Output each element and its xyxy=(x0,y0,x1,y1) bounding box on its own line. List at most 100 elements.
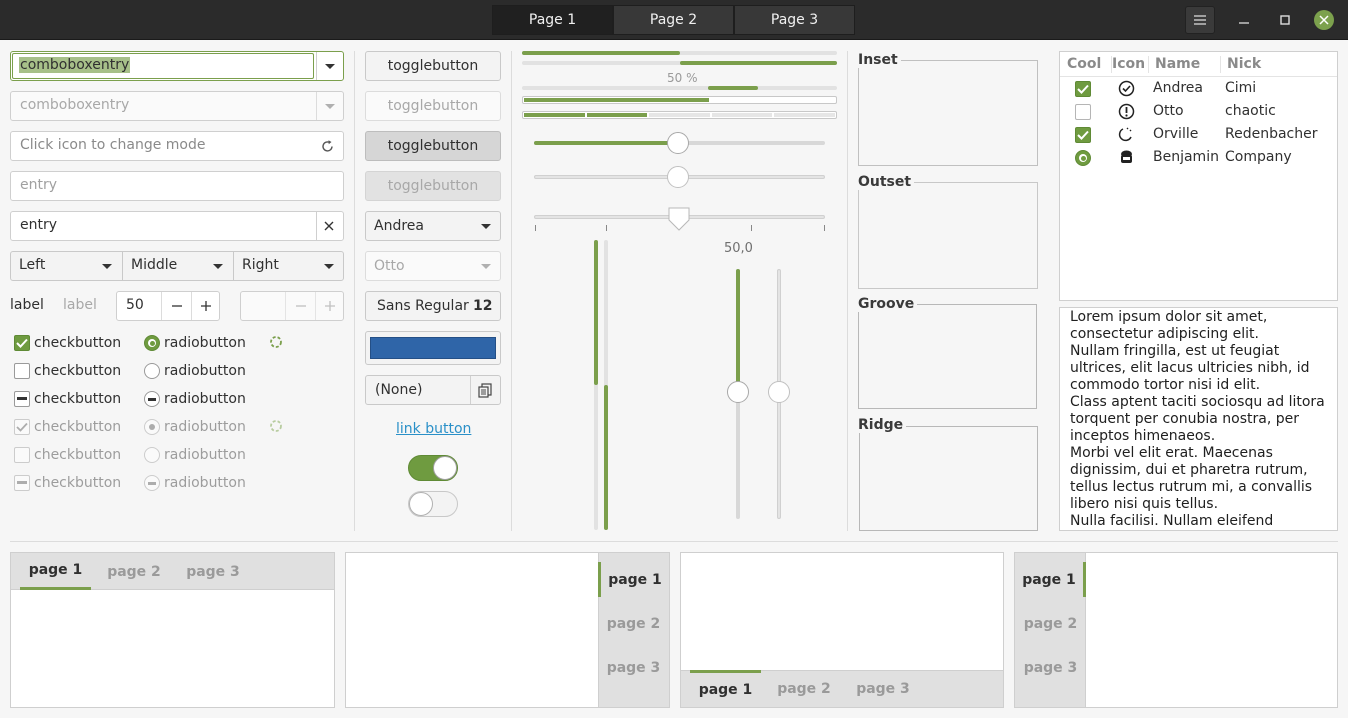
checkbutton-inconsistent[interactable]: checkbutton xyxy=(14,390,121,408)
notebook-tab-page-2[interactable]: page 2 xyxy=(777,680,831,697)
checkbutton-inconsistent-disabled: checkbutton xyxy=(14,474,121,492)
scale-slider-knob[interactable] xyxy=(727,381,749,403)
entry-with-clear[interactable]: entry xyxy=(10,211,344,241)
radiobutton-selected[interactable]: radiobutton xyxy=(144,334,246,352)
dropdown-right[interactable]: Right xyxy=(234,252,343,280)
radiobutton-unselected[interactable]: radiobutton xyxy=(144,362,246,380)
notebook-tab-page-2[interactable]: page 2 xyxy=(1023,615,1078,632)
checkbutton-unchecked[interactable]: checkbutton xyxy=(14,362,121,380)
chevron-down-icon xyxy=(481,224,491,229)
header-tab-page-3[interactable]: Page 3 xyxy=(734,5,855,35)
check-icon[interactable] xyxy=(1075,127,1091,143)
check-icon[interactable] xyxy=(1075,81,1091,97)
notebook-tab-page-3[interactable]: page 3 xyxy=(606,659,661,676)
switch-on[interactable] xyxy=(408,455,458,481)
font-button[interactable]: Sans Regular 12 xyxy=(365,291,501,321)
notebook-tab-page-2[interactable]: page 2 xyxy=(606,615,661,632)
radio-on-icon[interactable] xyxy=(1075,150,1091,166)
notebook-tab-page-1[interactable]: page 1 xyxy=(598,562,669,597)
notebook-tabs-left: page 1 page 2 page 3 xyxy=(1014,552,1338,708)
table-row[interactable]: Benjamin Company xyxy=(1060,146,1338,169)
notebook-tab-page-3[interactable]: page 3 xyxy=(186,563,240,580)
plus-icon xyxy=(325,301,335,311)
table-row[interactable]: Orville Redenbacher xyxy=(1060,123,1338,146)
maximize-button[interactable] xyxy=(1274,10,1296,30)
scale-slider-knob[interactable] xyxy=(667,132,689,154)
togglebutton-active[interactable]: togglebutton xyxy=(365,131,501,161)
spinbutton[interactable]: 50 xyxy=(116,291,220,321)
notebook-tab-page-3[interactable]: page 3 xyxy=(1023,659,1078,676)
table-row[interactable]: Andrea Cimi xyxy=(1060,77,1338,100)
label: label xyxy=(10,297,44,313)
chevron-down-icon xyxy=(481,264,491,269)
document-icon xyxy=(478,383,492,398)
togglebutton-disabled: togglebutton xyxy=(365,91,501,121)
tree-header-name[interactable]: Name xyxy=(1155,56,1201,72)
progress-bar-1 xyxy=(522,51,837,55)
combobox-otto-disabled: Otto xyxy=(365,251,501,281)
switch-off[interactable] xyxy=(408,491,458,517)
dash-icon xyxy=(144,391,160,407)
radiobutton-selected-disabled: radiobutton xyxy=(144,418,246,436)
combobox-andrea[interactable]: Andrea xyxy=(365,211,501,241)
entry-placeholder-field[interactable]: entry xyxy=(10,171,344,201)
header-tab-page-2[interactable]: Page 2 xyxy=(613,5,734,35)
chef-icon xyxy=(1121,150,1132,163)
radio-off-icon xyxy=(144,447,160,463)
warning-circle-icon xyxy=(1118,103,1135,120)
radio-off-icon xyxy=(144,363,160,379)
plus-icon[interactable] xyxy=(200,300,212,312)
spinner-icon xyxy=(270,420,282,432)
combobox-entry-text[interactable]: comboboxentry xyxy=(19,57,131,73)
tree-header-icon[interactable]: Icon xyxy=(1112,56,1146,72)
header-tab-page-1[interactable]: Page 1 xyxy=(492,5,613,35)
notebook-tab-page-3[interactable]: page 3 xyxy=(856,680,910,697)
level-bar-continuous xyxy=(522,96,837,104)
entry-mode-icon[interactable]: Click icon to change mode xyxy=(10,131,344,161)
minimize-button[interactable] xyxy=(1233,10,1255,30)
tree-header-nick[interactable]: Nick xyxy=(1227,56,1262,72)
text-view[interactable]: Lorem ipsum dolor sit amet, consectetur … xyxy=(1059,307,1338,531)
radio-on-icon xyxy=(144,419,160,435)
color-button[interactable] xyxy=(365,331,501,365)
notebook-tab-page-1[interactable]: page 1 xyxy=(1015,562,1086,597)
table-row[interactable]: Otto chaotic xyxy=(1060,100,1338,123)
switch-knob xyxy=(409,492,433,516)
notebook-tabs-bottom: page 1 page 2 page 3 xyxy=(680,552,1004,708)
check-icon xyxy=(14,335,30,351)
radiobutton-inconsistent[interactable]: radiobutton xyxy=(144,390,246,408)
scale-slider-knob[interactable] xyxy=(768,381,790,403)
dropdown-middle[interactable]: Middle xyxy=(123,252,233,280)
checkbutton-checked-disabled: checkbutton xyxy=(14,418,121,436)
notebook-tab-page-1[interactable]: page 1 xyxy=(20,553,91,590)
dash-icon xyxy=(14,475,30,491)
combobox-entry-focused[interactable]: comboboxentry xyxy=(10,51,344,81)
chevron-down-icon xyxy=(102,264,112,269)
color-swatch xyxy=(370,337,496,359)
vprogress-2 xyxy=(604,240,608,530)
progress-label: 50 % xyxy=(667,71,698,85)
link-button[interactable]: link button xyxy=(396,421,472,437)
chevron-down-icon[interactable] xyxy=(324,63,336,70)
label-disabled: label xyxy=(63,297,97,313)
frame-label-inset: Inset xyxy=(858,52,901,68)
scale-slider-knob[interactable] xyxy=(667,206,691,232)
tree-header-cool[interactable]: Cool xyxy=(1067,56,1102,72)
radio-on-icon xyxy=(144,335,160,351)
refresh-icon[interactable] xyxy=(320,139,335,154)
frame-outset xyxy=(858,182,1038,289)
close-button[interactable] xyxy=(1314,10,1334,30)
file-chooser-button[interactable]: (None) xyxy=(365,375,501,405)
clear-icon[interactable] xyxy=(324,221,334,231)
notebook-tab-page-2[interactable]: page 2 xyxy=(107,563,161,580)
notebook-tab-page-1[interactable]: page 1 xyxy=(690,670,761,707)
hamburger-menu-button[interactable] xyxy=(1185,6,1215,34)
minus-icon[interactable] xyxy=(171,300,183,312)
checkbox-empty-icon[interactable] xyxy=(1075,104,1091,120)
tree-header: Cool Icon Name Nick xyxy=(1060,52,1337,77)
dropdown-left[interactable]: Left xyxy=(11,252,122,280)
checkbutton-checked[interactable]: checkbutton xyxy=(14,334,121,352)
scale-slider-knob[interactable] xyxy=(667,166,689,188)
checkbox-empty-icon xyxy=(14,363,30,379)
togglebutton-normal[interactable]: togglebutton xyxy=(365,51,501,81)
